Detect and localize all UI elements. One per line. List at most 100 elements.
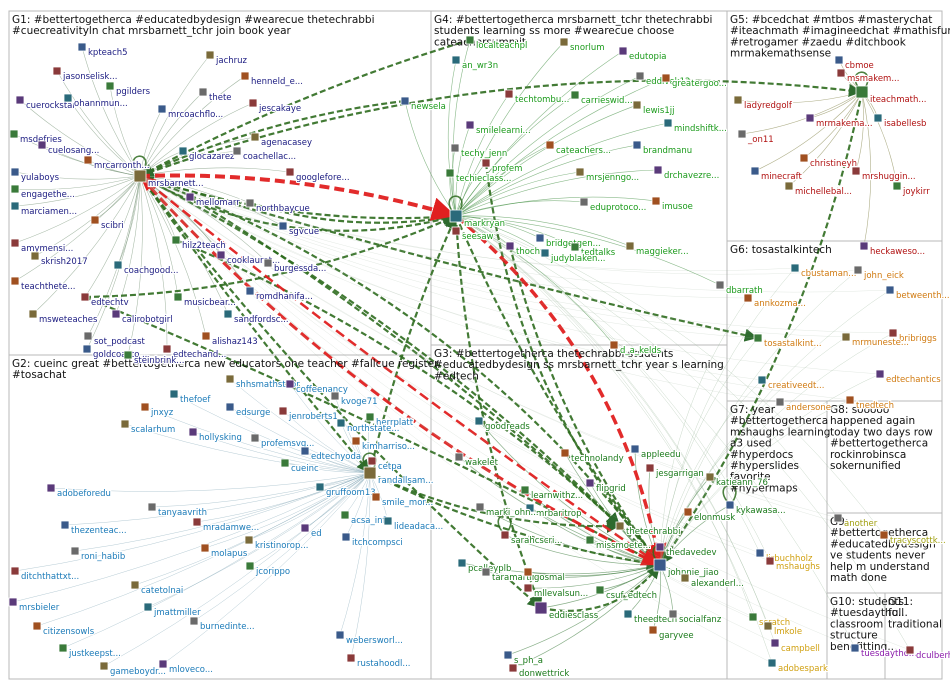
node[interactable]: theedtech	[623, 609, 678, 626]
node[interactable]: markryan	[449, 209, 506, 230]
node[interactable]: ladyredgolf	[733, 95, 794, 112]
node[interactable]: profem	[481, 158, 524, 175]
node[interactable]: adobespark	[767, 658, 829, 675]
node[interactable]: _on11	[737, 129, 775, 146]
node[interactable]: coachellac...	[232, 146, 297, 163]
node[interactable]: kristinorop...	[244, 535, 310, 552]
node[interactable]: thetechrabbi	[615, 521, 682, 538]
node[interactable]: imusoe	[651, 196, 694, 213]
node[interactable]: kykawasa...	[725, 500, 787, 517]
node[interactable]: csuf_edtech	[595, 585, 658, 602]
node[interactable]: mrsbarnett...	[133, 169, 205, 190]
node[interactable]: greatergoo...	[661, 73, 728, 90]
node[interactable]: msdefries	[9, 129, 64, 146]
node[interactable]: rustahoodl...	[346, 653, 412, 670]
node[interactable]: elonmusk	[683, 507, 736, 524]
node[interactable]: googlefore...	[285, 167, 351, 184]
node[interactable]: kimharriso...	[351, 436, 416, 453]
node[interactable]: agenacasey	[250, 132, 313, 149]
node[interactable]: jesgarrigan	[645, 463, 705, 480]
node[interactable]: mrsjenngo...	[575, 167, 640, 184]
node[interactable]: gameboydr...	[99, 661, 167, 678]
node[interactable]: mrcoachflo...	[157, 104, 224, 121]
node[interactable]: romdhanifa...	[245, 286, 314, 303]
node[interactable]: yulaboys	[10, 167, 61, 184]
node[interactable]: ditchthattxt...	[10, 566, 80, 583]
node[interactable]: coachgood...	[113, 260, 180, 277]
node[interactable]: socialfanz	[668, 609, 723, 626]
node[interactable]: jcorippo	[245, 561, 291, 578]
node[interactable]: taramartin...	[481, 567, 547, 584]
node[interactable]: garyvee	[648, 625, 695, 642]
node[interactable]: pgilders	[105, 81, 152, 98]
node[interactable]: jescakaye	[248, 98, 302, 115]
node[interactable]: christineyh	[799, 153, 858, 170]
node[interactable]: technolandy	[560, 448, 625, 465]
node[interactable]: brandmanu	[632, 140, 693, 157]
node[interactable]: burnedinte...	[189, 616, 256, 633]
node[interactable]: another	[833, 513, 879, 530]
node[interactable]: iteachmath...	[855, 85, 928, 106]
node[interactable]: flipgrid	[585, 478, 627, 495]
node[interactable]: d_a_kelds	[609, 340, 663, 357]
node[interactable]: john_eick	[853, 265, 905, 282]
node[interactable]: snorlum	[559, 37, 606, 54]
node[interactable]: sgvcue	[278, 221, 320, 238]
node[interactable]: cbmoe	[834, 55, 875, 72]
node[interactable]: thochv	[505, 241, 546, 258]
node[interactable]: techy_jenn	[450, 143, 508, 160]
node[interactable]: msweteaches	[28, 309, 99, 326]
node[interactable]: edtechantics	[875, 369, 942, 386]
node[interactable]: eddiesclass	[534, 601, 600, 622]
node[interactable]: mindshiftk...	[663, 118, 728, 135]
node[interactable]: edsurge	[225, 402, 272, 419]
node[interactable]: tracyscottk...	[879, 530, 947, 547]
node[interactable]: lirbuchholz	[755, 548, 814, 565]
node[interactable]: calirobotgirl	[111, 309, 174, 326]
node[interactable]: skrish2017	[30, 251, 89, 268]
node[interactable]: mloveco...	[158, 659, 214, 676]
node[interactable]: thedavedev	[655, 542, 718, 559]
node[interactable]: dculberhow...	[905, 645, 950, 662]
node[interactable]: judyblaken...	[540, 248, 607, 265]
node[interactable]: ed	[300, 523, 323, 540]
node[interactable]: creativeedt...	[757, 375, 826, 392]
node[interactable]: edtechand...	[162, 344, 227, 361]
node[interactable]: hollysking	[188, 427, 243, 444]
node[interactable]: missmoete...	[585, 535, 652, 552]
node[interactable]: northstate...	[336, 418, 401, 435]
node[interactable]: sot_podcast	[83, 331, 147, 348]
node[interactable]: engagethe...	[10, 184, 76, 201]
node[interactable]: molapus	[200, 543, 249, 560]
node[interactable]: johnnie_jiao	[653, 558, 720, 579]
node[interactable]: minecraft	[750, 166, 804, 183]
node[interactable]: sandfordsc...	[223, 309, 290, 326]
node[interactable]: smilelearni...	[465, 120, 532, 137]
node[interactable]: eduprotoco...	[579, 197, 647, 214]
node[interactable]: mrbaritrop	[525, 503, 583, 520]
node[interactable]: itchcompsci	[341, 532, 404, 549]
node[interactable]: scalarhum	[120, 419, 176, 436]
node[interactable]: mradamwe...	[192, 517, 260, 534]
node[interactable]: sarahcscri...	[500, 530, 564, 547]
node[interactable]: edtechyoda	[300, 446, 362, 463]
node[interactable]: burgessda...	[263, 258, 327, 275]
node[interactable]: tedtalks	[570, 242, 617, 259]
node[interactable]: appleedu	[630, 444, 682, 461]
node[interactable]: jasonselisk...	[52, 66, 119, 83]
node[interactable]: gruffoom13	[315, 482, 377, 499]
node[interactable]: annkozma...	[743, 293, 807, 310]
node[interactable]: thefoef	[169, 389, 212, 406]
node[interactable]: justkeepst...	[58, 643, 122, 660]
node[interactable]: tosastalkint...	[753, 333, 823, 350]
node[interactable]: musicbear...	[173, 292, 237, 309]
node[interactable]: citizensowls	[32, 621, 96, 638]
node[interactable]: michellebal...	[784, 181, 853, 198]
node[interactable]: cuerockstar	[15, 95, 77, 112]
node[interactable]: adobeforedu	[46, 483, 112, 500]
node[interactable]: steinbrink...	[123, 350, 186, 367]
node[interactable]: lideadaca...	[383, 516, 444, 533]
node[interactable]: smile_mor...	[371, 492, 434, 509]
node[interactable]: tuesdaytho...	[850, 643, 918, 660]
node[interactable]: lmkole	[763, 621, 803, 638]
